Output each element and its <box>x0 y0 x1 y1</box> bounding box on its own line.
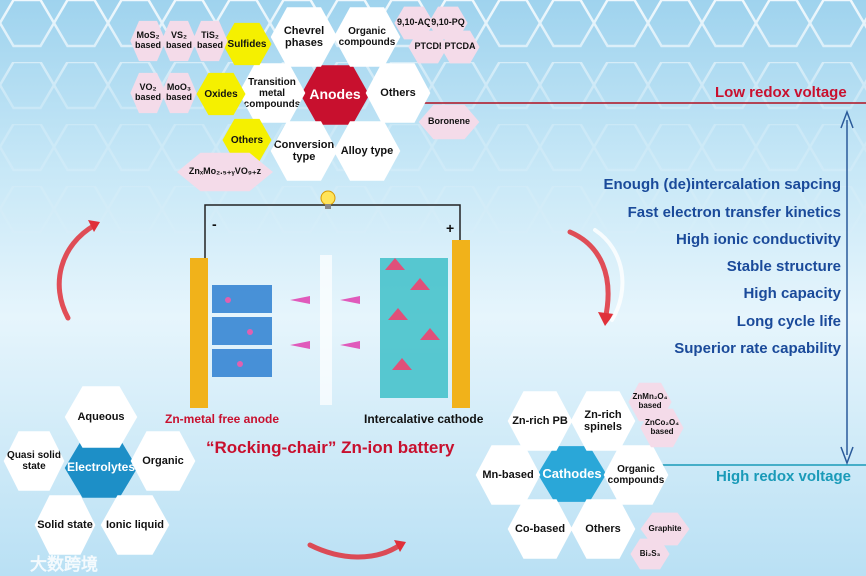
tis2-hex: TiS₂ based <box>192 20 228 62</box>
zn-rich-pb-hex: Zn-rich PB <box>507 391 573 451</box>
anode-label: Zn-metal free anode <box>165 412 280 426</box>
property-stable: Stable structure <box>726 258 841 275</box>
electrolyte-organic-hex: Organic <box>130 431 196 491</box>
anode-others-hex: Others <box>365 63 431 123</box>
vo2-hex: VO₂ based <box>130 72 166 114</box>
quasi-solid-hex: Quasi solid state <box>3 431 65 491</box>
property-rate: Superior rate capability <box>674 340 841 357</box>
vs2-hex: VS₂ based <box>161 20 197 62</box>
plus-sign: + <box>446 220 455 236</box>
anode-layer-structure <box>212 285 272 377</box>
co-based-hex: Co-based <box>507 499 573 559</box>
property-kinetics: Fast electron transfer kinetics <box>627 204 841 221</box>
property-spacing: Enough (de)intercalation sapcing <box>603 176 841 193</box>
boronene-hex: Boronene <box>418 104 480 140</box>
aqueous-hex: Aqueous <box>64 386 138 448</box>
watermark: 大数跨境 <box>30 555 98 574</box>
minus-sign: - <box>212 216 217 232</box>
oxides-hex: Oxides <box>196 72 246 116</box>
bi2s3-hex: Bi₂S₃ <box>630 538 670 570</box>
zn-rich-spinels-hex: Zn-rich spinels <box>570 391 636 451</box>
cathode-label: Intercalative cathode <box>364 412 484 426</box>
transition-metal-hex: Transition metal compounds <box>238 63 306 123</box>
chevrel-phases-hex: Chevrel phases <box>270 7 338 67</box>
cathode-crystal-structure <box>380 258 448 398</box>
solid-state-hex: Solid state <box>34 495 96 555</box>
property-cycle-life: Long cycle life <box>736 313 841 330</box>
aq-hex: 9,10-AQ <box>394 6 434 40</box>
znco2o4-hex: ZnCo₂O₄ based <box>640 408 684 448</box>
property-conductivity: High ionic conductivity <box>675 231 841 248</box>
alloy-type-hex: Alloy type <box>333 121 401 181</box>
ptcda-hex: PTCDA <box>440 30 480 64</box>
conversion-type-hex: Conversion type <box>270 121 338 181</box>
low-voltage-label: Low redox voltage <box>715 84 847 101</box>
sulfides-hex: Sulfides <box>222 22 272 66</box>
ionic-liquid-hex: Ionic liquid <box>100 495 170 555</box>
cathode-others-hex: Others <box>570 499 636 559</box>
organic-compounds-hex: Organic compounds <box>333 7 401 67</box>
battery-title: “Rocking-chair” Zn-ion battery <box>206 438 455 457</box>
cathodes-center-hex: Cathodes <box>537 446 607 502</box>
high-voltage-label: High redox voltage <box>716 468 852 485</box>
property-capacity: High capacity <box>743 285 841 302</box>
mos2-hex: MoS₂ based <box>130 20 166 62</box>
mn-based-hex: Mn-based <box>475 445 541 505</box>
electrolytes-center-hex: Electrolytes <box>64 438 138 498</box>
moo3-hex: MoO₃ based <box>161 72 197 114</box>
cathode-organic-hex: Organic compounds <box>603 445 669 505</box>
anodes-center-hex: Anodes <box>300 65 370 125</box>
znmo-hex: ZnₓMo₂.₅₊ᵧVO₉₊z <box>176 152 274 192</box>
